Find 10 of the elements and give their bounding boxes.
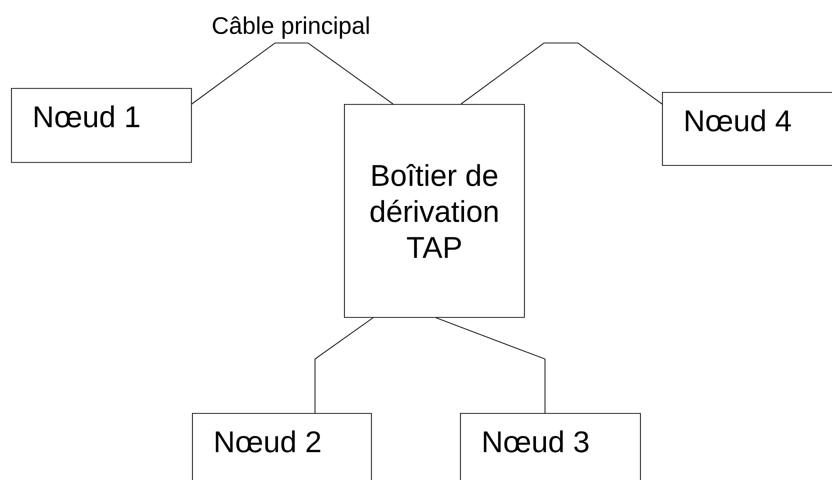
node-box: Nœud 3 [460,413,641,480]
cable-line [314,317,374,414]
cable-line [436,317,546,414]
node-box: Nœud 2 [192,413,372,480]
node-box: Nœud 4 [662,92,832,166]
cable-line [460,42,662,104]
node-box: Nœud 1 [11,88,192,163]
cable-line [191,42,394,104]
edge-label: Câble principal [210,15,372,40]
node-box: Boîtier de dérivation TAP [344,104,525,318]
